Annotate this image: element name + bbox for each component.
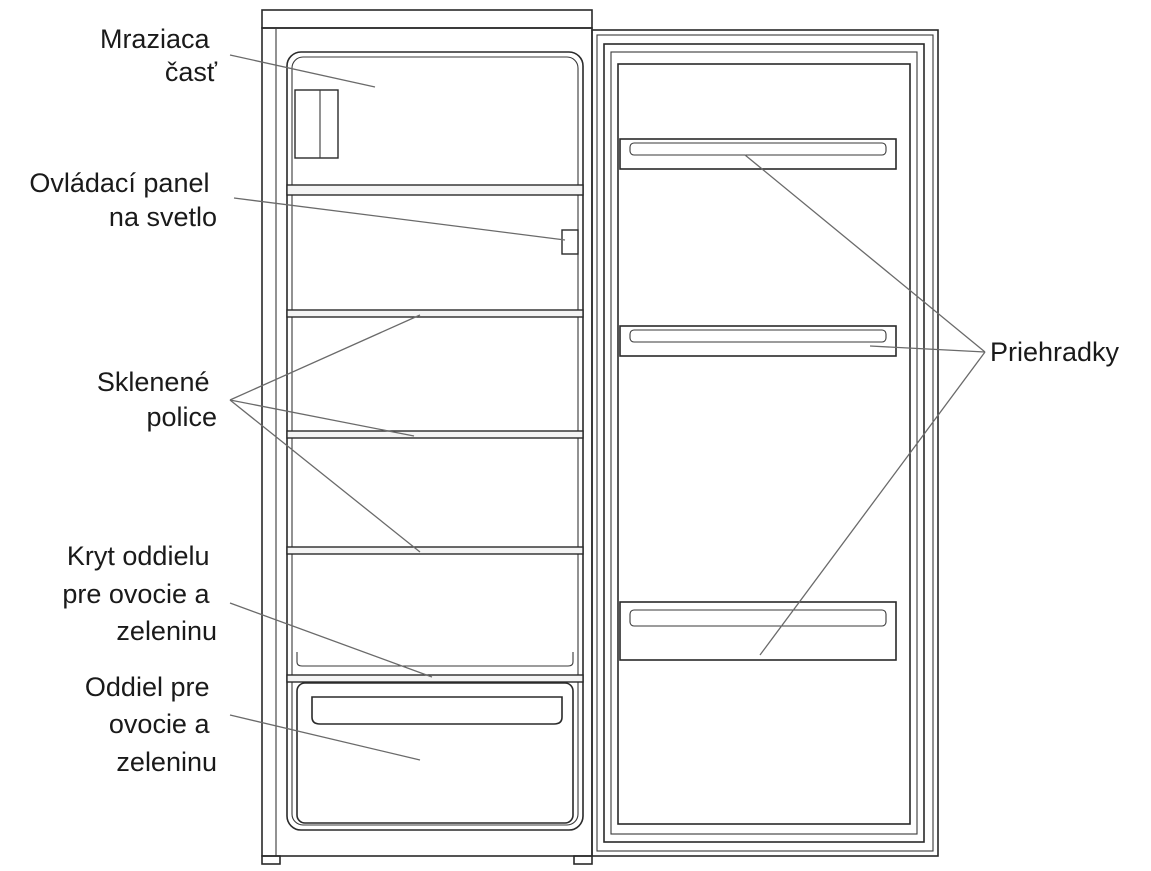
- door-liner: [617, 63, 911, 825]
- glass-shelf: [286, 430, 584, 439]
- door-bin: [619, 325, 897, 357]
- door-bins: [619, 138, 897, 661]
- cabinet: [261, 9, 593, 865]
- crisper-cover: [296, 652, 574, 667]
- leader-glass-shelf: [229, 314, 421, 401]
- door-bin: [619, 138, 897, 170]
- glass-shelves: [286, 309, 584, 555]
- label-door-bins: Priehradky: [990, 337, 1120, 367]
- label-crisper-cover: Kryt oddielu pre ovocie a zeleninu: [62, 541, 217, 646]
- door: [591, 29, 939, 857]
- leader-crisper-cover: [229, 602, 433, 678]
- leader-door-bin: [869, 345, 986, 353]
- leader-door-bin: [744, 154, 986, 353]
- door-outer: [591, 29, 939, 857]
- crisper-drawer: [296, 682, 574, 824]
- crisper-handle: [311, 696, 563, 725]
- light-control-panel: [561, 229, 579, 255]
- leader-lines: [229, 54, 986, 761]
- leader-freezer: [229, 54, 376, 88]
- freezer-compartment: [286, 89, 584, 196]
- leader-crisper: [229, 714, 421, 761]
- leader-glass-shelf: [229, 399, 421, 553]
- leader-control-panel: [233, 197, 566, 241]
- leader-glass-shelf: [229, 399, 415, 437]
- cabinet-foot-right: [573, 855, 593, 865]
- cabinet-liner: [286, 51, 584, 831]
- leader-door-bin: [759, 351, 986, 656]
- label-crisper: Oddiel pre ovocie a zeleninu: [85, 672, 217, 777]
- door-bin: [619, 601, 897, 661]
- door-inner: [603, 43, 925, 843]
- glass-shelf: [286, 309, 584, 318]
- glass-shelf: [286, 546, 584, 555]
- label-control-panel: Ovládací panel na svetlo: [29, 168, 217, 232]
- cabinet-top: [261, 9, 593, 29]
- freezer-block: [294, 89, 339, 159]
- cabinet-foot-left: [261, 855, 281, 865]
- label-freezer: Mraziaca časť: [100, 24, 218, 87]
- labels: Mraziaca časť Ovládací panel na svetlo S…: [29, 24, 1119, 777]
- label-glass-shelves: Sklenené police: [97, 367, 217, 432]
